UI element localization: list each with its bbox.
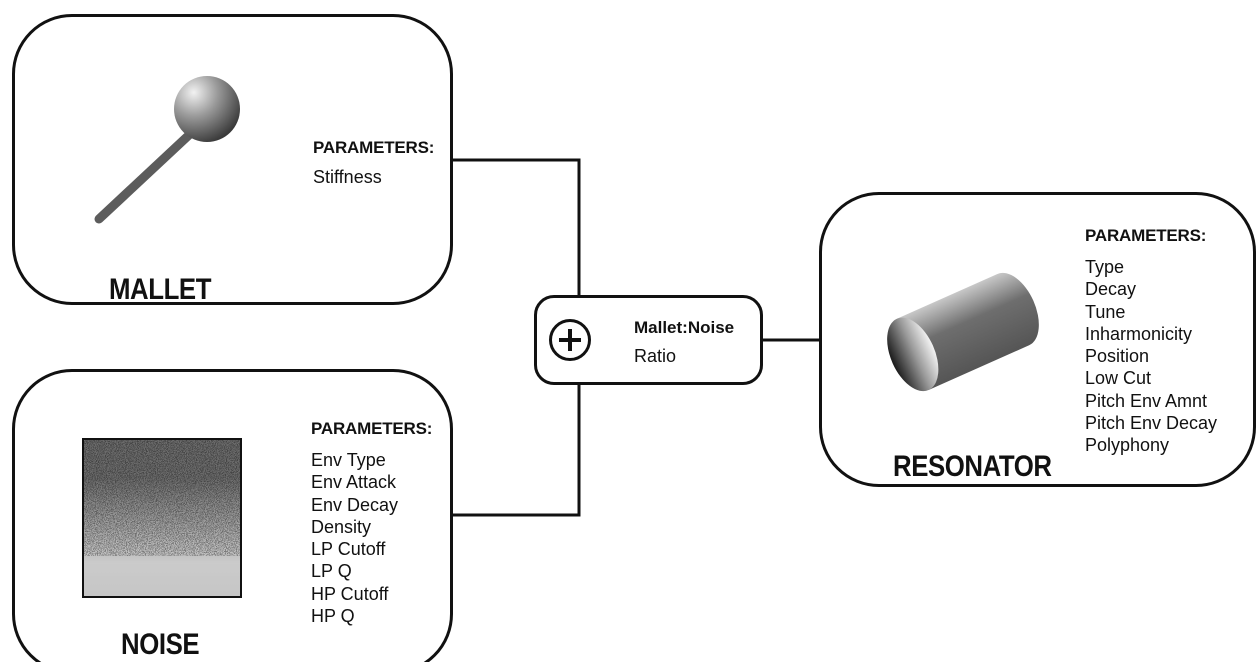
resonator-param-item: Pitch Env Decay <box>1085 413 1218 434</box>
resonator-module: PARAMETERS: Type Decay Tune Inharmonicit… <box>819 192 1256 487</box>
noise-params-list: Env Type Env Attack Env Decay Density LP… <box>311 449 398 627</box>
mixer-subtitle: Ratio <box>634 346 677 366</box>
mallet-connector <box>453 158 581 295</box>
noise-params-heading: PARAMETERS: <box>311 419 433 438</box>
noise-param-item: Env Attack <box>311 472 397 493</box>
noise-param-item: HP Cutoff <box>311 583 389 604</box>
resonator-param-item: Position <box>1085 346 1150 367</box>
resonator-param-item: Decay <box>1085 279 1137 300</box>
resonator-params-heading: PARAMETERS: <box>1085 226 1207 245</box>
mallet-icon <box>94 76 240 224</box>
noise-param-item: LP Q <box>311 561 352 582</box>
mixer-node: Mallet:Noise Ratio <box>534 295 763 385</box>
cylinder-icon <box>887 272 1039 392</box>
mallet-params-list: Stiffness <box>313 166 382 188</box>
noise-param-item: LP Cutoff <box>311 539 386 560</box>
noise-texture-icon <box>82 438 242 598</box>
noise-param-item: Env Type <box>311 450 386 470</box>
mallet-module: PARAMETERS: Stiffness MALLET <box>12 14 453 306</box>
noise-param-item: HP Q <box>311 606 355 627</box>
mallet-title: MALLET <box>109 273 212 306</box>
resonator-param-item: Tune <box>1085 301 1126 322</box>
resonator-params-list: Type Decay Tune Inharmonicity Position L… <box>1085 256 1217 457</box>
resonator-title: RESONATOR <box>893 450 1052 483</box>
resonator-param-item: Type <box>1085 257 1125 277</box>
resonator-param-item: Low Cut <box>1085 368 1152 389</box>
noise-param-item: Env Decay <box>311 494 399 515</box>
noise-param-item: Density <box>311 516 372 537</box>
resonator-param-item: Polyphony <box>1085 435 1170 456</box>
mixer-heading: Mallet:Noise <box>634 318 735 337</box>
noise-title: NOISE <box>121 628 200 661</box>
mallet-params-heading: PARAMETERS: <box>313 138 435 157</box>
mallet-param-item: Stiffness <box>313 167 382 187</box>
resonator-param-item: Inharmonicity <box>1085 323 1193 344</box>
resonator-param-item: Pitch Env Amnt <box>1085 390 1208 411</box>
noise-connector <box>453 385 581 517</box>
plus-icon <box>549 319 591 361</box>
noise-module: PARAMETERS: Env Type Env Attack Env Deca… <box>12 369 453 662</box>
